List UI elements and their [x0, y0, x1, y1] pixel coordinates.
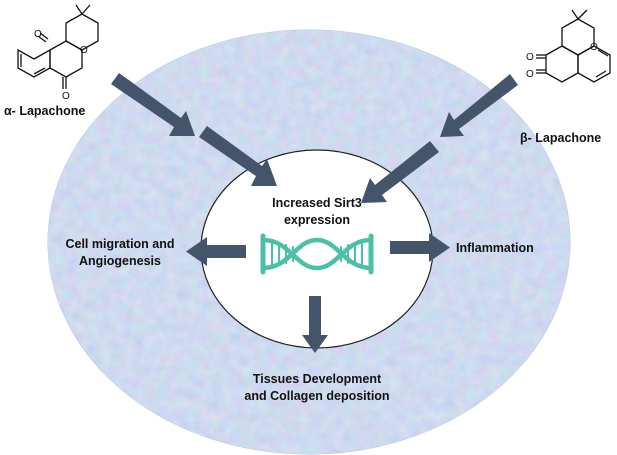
arrow-alpha-upper	[111, 73, 195, 136]
svg-text:O: O	[526, 52, 534, 63]
cell-migration-label: Cell migration and Angiogenesis	[55, 236, 185, 270]
tissues-development-label: Tissues Development and Collagen deposit…	[235, 371, 399, 405]
svg-text:O: O	[590, 42, 598, 53]
center-label: Increased Sirt3 expression	[244, 195, 390, 229]
svg-text:O: O	[526, 69, 534, 80]
beta-structure-atoms: O O O	[526, 42, 598, 80]
center-label-line2: expression	[283, 213, 350, 227]
alpha-structure-atoms: O O O	[34, 29, 88, 102]
alpha-lapachone-label: α- Lapachone	[4, 104, 86, 118]
arrow-left	[186, 237, 246, 266]
svg-text:O: O	[80, 45, 88, 56]
tissues-development-line2: and Collagen deposition	[244, 389, 390, 403]
center-label-line1: Increased Sirt3	[272, 196, 362, 210]
arrow-down	[302, 296, 328, 353]
inflammation-label: Inflammation	[456, 241, 534, 255]
svg-text:O: O	[62, 91, 70, 102]
arrow-beta-lower	[361, 141, 439, 203]
svg-text:O: O	[34, 29, 42, 40]
dna-icon	[260, 233, 374, 275]
alpha-lapachone-structure-icon	[17, 4, 99, 89]
arrow-alpha-lower	[199, 126, 277, 186]
cell-migration-line1: Cell migration and	[65, 237, 175, 251]
beta-lapachone-structure-icon	[536, 9, 611, 83]
arrow-right	[390, 233, 450, 262]
beta-lapachone-label: β- Lapachone	[520, 131, 602, 145]
arrows	[111, 73, 518, 353]
cell-migration-line2: Angiogenesis	[79, 254, 161, 268]
tissues-development-line1: Tissues Development	[252, 372, 382, 386]
arrow-beta-upper	[440, 74, 518, 137]
